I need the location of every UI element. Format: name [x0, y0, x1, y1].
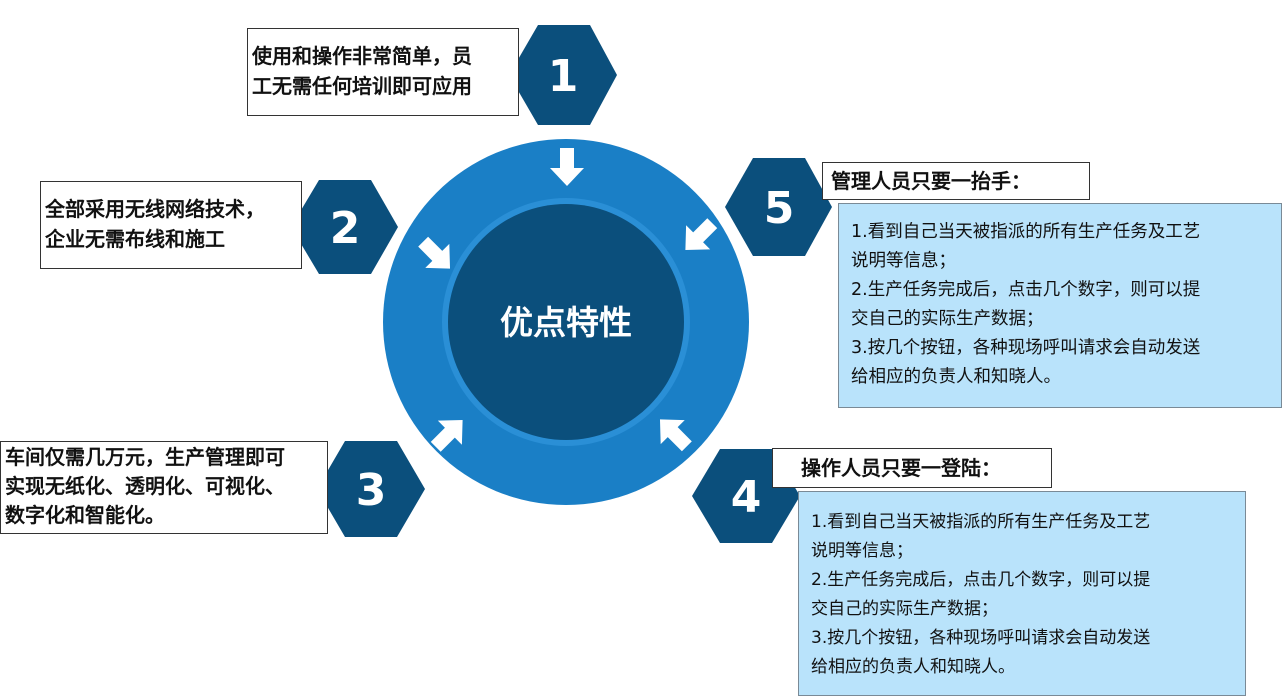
item-2-box: 全部采用无线网络技术， 企业无需布线和施工 — [40, 181, 302, 269]
hexagon-5-number: 5 — [764, 183, 795, 234]
hexagon-2-number: 2 — [330, 203, 361, 254]
arrow-upper-left — [418, 236, 451, 269]
arrow-top — [550, 148, 584, 186]
hexagon-2 — [291, 180, 398, 274]
item-4-detail-4: 交自己的实际生产数据； — [811, 599, 998, 619]
item-2-line-2: 企业无需布线和施工 — [45, 227, 225, 251]
item-4-detail-6: 给相应的负责人和知晓人。 — [811, 657, 1015, 677]
item-3-line-3: 数字化和智能化。 — [5, 503, 165, 527]
item-5-details-panel: 1.看到自己当天被指派的所有生产任务及工艺 说明等信息； 2.生产任务完成后，点… — [838, 203, 1282, 408]
item-5-detail-3: 2.生产任务完成后，点击几个数字，则可以提 — [851, 280, 1201, 300]
item-2-line-1: 全部采用无线网络技术， — [45, 197, 265, 221]
arrow-lower-left — [430, 419, 463, 452]
item-1-line-2: 工无需任何培训即可应用 — [252, 74, 472, 98]
hexagon-1 — [509, 25, 617, 125]
item-5-title-box: 管理人员只要一抬手： — [822, 162, 1090, 200]
arrow-lower-right — [659, 419, 692, 452]
item-5-detail-6: 给相应的负责人和知晓人。 — [851, 367, 1061, 387]
item-4-detail-1: 1.看到自己当天被指派的所有生产任务及工艺 — [811, 512, 1151, 532]
item-4-title: 操作人员只要一登陆： — [801, 456, 1001, 480]
item-5-detail-2: 说明等信息； — [851, 251, 956, 271]
item-5-detail-4: 交自己的实际生产数据； — [851, 309, 1044, 329]
item-4-details-panel: 1.看到自己当天被指派的所有生产任务及工艺 说明等信息； 2.生产任务完成后，点… — [798, 491, 1246, 696]
item-5-title: 管理人员只要一抬手： — [831, 169, 1031, 193]
inner-circle — [448, 204, 684, 440]
hexagon-3-number: 3 — [356, 465, 387, 516]
item-5-detail-1: 1.看到自己当天被指派的所有生产任务及工艺 — [851, 222, 1201, 242]
hexagon-3 — [317, 441, 425, 537]
item-3-line-2: 实现无纸化、透明化、可视化、 — [5, 474, 285, 498]
item-4-title-box: 操作人员只要一登陆： — [772, 448, 1052, 488]
hexagon-5 — [725, 158, 832, 256]
item-3-box: 车间仅需几万元，生产管理即可 实现无纸化、透明化、可视化、 数字化和智能化。 — [0, 441, 328, 534]
item-1-box: 使用和操作非常简单，员 工无需任何培训即可应用 — [247, 28, 519, 116]
center-label: 优点特性 — [500, 303, 632, 342]
hexagon-4-number: 4 — [731, 472, 762, 523]
item-4-detail-5: 3.按几个按钮，各种现场呼叫请求会自动发送 — [811, 628, 1151, 648]
item-4-detail-2: 说明等信息； — [811, 541, 913, 561]
item-4-detail-3: 2.生产任务完成后，点击几个数字，则可以提 — [811, 570, 1151, 590]
item-5-detail-5: 3.按几个按钮，各种现场呼叫请求会自动发送 — [851, 338, 1201, 358]
item-3-line-1: 车间仅需几万元，生产管理即可 — [5, 445, 285, 469]
arrow-upper-right — [685, 218, 718, 251]
hexagon-1-number: 1 — [548, 51, 579, 102]
item-1-line-1: 使用和操作非常简单，员 — [252, 44, 472, 68]
